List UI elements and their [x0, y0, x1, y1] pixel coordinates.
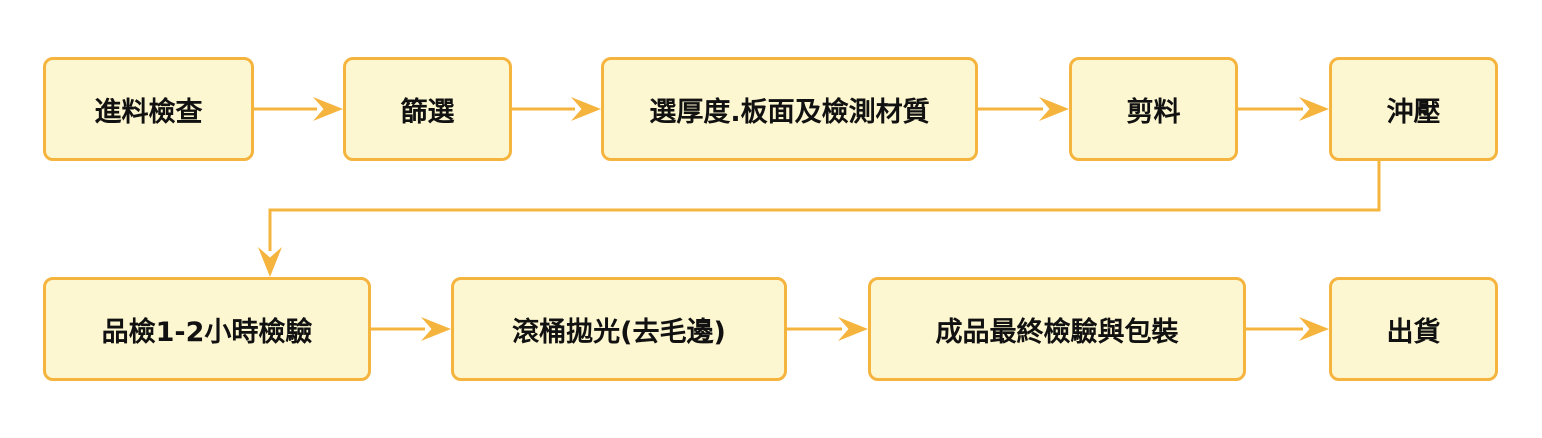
step-shipping: 出貨: [1329, 277, 1498, 381]
step-barrel-polishing-deburring: 滾桶拋光(去毛邊): [451, 277, 787, 381]
arrow-s5-s6: [258, 161, 1381, 277]
step-cutting: 剪料: [1069, 57, 1238, 161]
step-screening: 篩選: [343, 57, 512, 161]
arrow-s1-s2: [254, 97, 343, 121]
step-hourly-quality-inspection: 品檢1-2小時檢驗: [43, 277, 371, 381]
arrow-s7-s8: [787, 317, 868, 341]
step-thickness-surface-material-check: 選厚度.板面及檢測材質: [601, 57, 978, 161]
arrow-s8-s9: [1246, 317, 1329, 341]
step-incoming-inspection: 進料檢查: [43, 57, 254, 161]
step-final-inspection-packaging: 成品最終檢驗與包裝: [868, 277, 1246, 381]
arrow-s6-s7: [371, 317, 451, 341]
arrow-s4-s5: [1238, 97, 1329, 121]
step-stamping: 沖壓: [1329, 57, 1498, 161]
arrow-s3-s4: [978, 97, 1069, 121]
arrow-s2-s3: [512, 97, 601, 121]
